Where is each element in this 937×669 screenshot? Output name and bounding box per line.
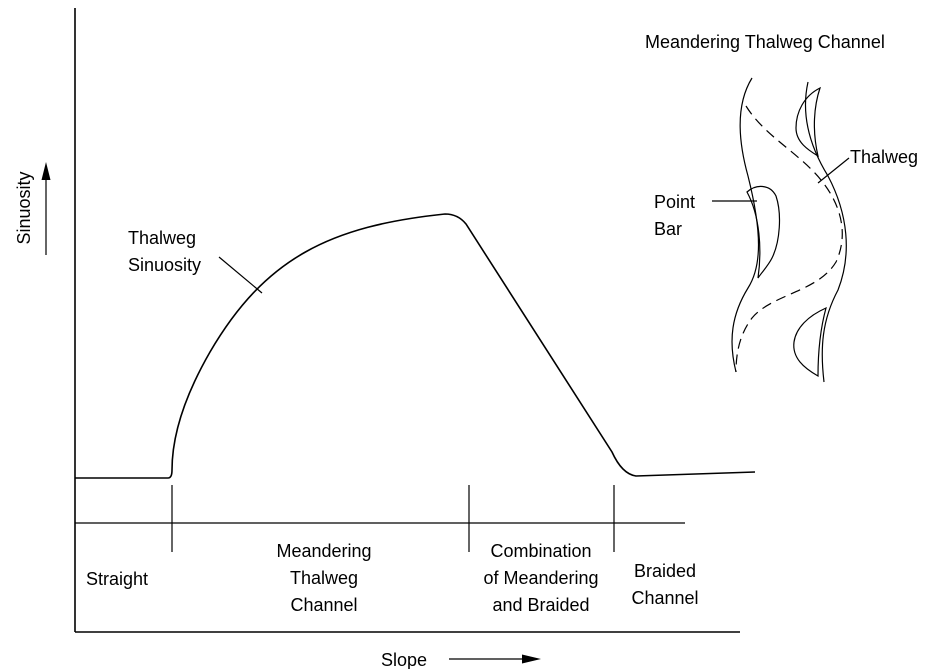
region-label-combination-1: Combination — [490, 541, 591, 561]
right-bank — [804, 81, 847, 383]
thalweg-sinuosity-curve — [75, 213, 756, 479]
thalweg-leader — [817, 157, 850, 184]
region-label-meandering-1: Meandering — [276, 541, 371, 561]
region-label-braided-2: Channel — [631, 588, 698, 608]
region-label-meandering-3: Channel — [290, 595, 357, 615]
thalweg-line — [735, 105, 843, 373]
left-bank — [731, 77, 760, 373]
x-axis-label: Slope — [381, 650, 427, 669]
point-bar-upper-right — [795, 86, 822, 158]
point-bar-lower-right — [793, 306, 827, 378]
curve-label-leader — [218, 256, 263, 294]
inset-title: Meandering Thalweg Channel — [645, 32, 885, 52]
region-label-braided-1: Braided — [634, 561, 696, 581]
x-axis-arrow-head — [522, 654, 541, 664]
thalweg-label: Thalweg — [850, 147, 918, 167]
region-label-combination-2: of Meandering — [483, 568, 598, 588]
curve-label-line1: Thalweg — [128, 228, 196, 248]
curve-label-line2: Sinuosity — [128, 255, 201, 275]
y-axis-label: Sinuosity — [14, 171, 34, 244]
point-bar-label-line2: Bar — [654, 219, 682, 239]
inset-channel-sketch: Meandering Thalweg Channel Thalweg Point… — [645, 32, 918, 383]
region-label-combination-3: and Braided — [492, 595, 589, 615]
region-label-meandering-2: Thalweg — [290, 568, 358, 588]
y-axis-arrow-head — [41, 162, 51, 180]
region-label-straight: Straight — [86, 569, 148, 589]
point-bar-label-line1: Point — [654, 192, 695, 212]
point-bar-middle-left — [746, 185, 781, 279]
